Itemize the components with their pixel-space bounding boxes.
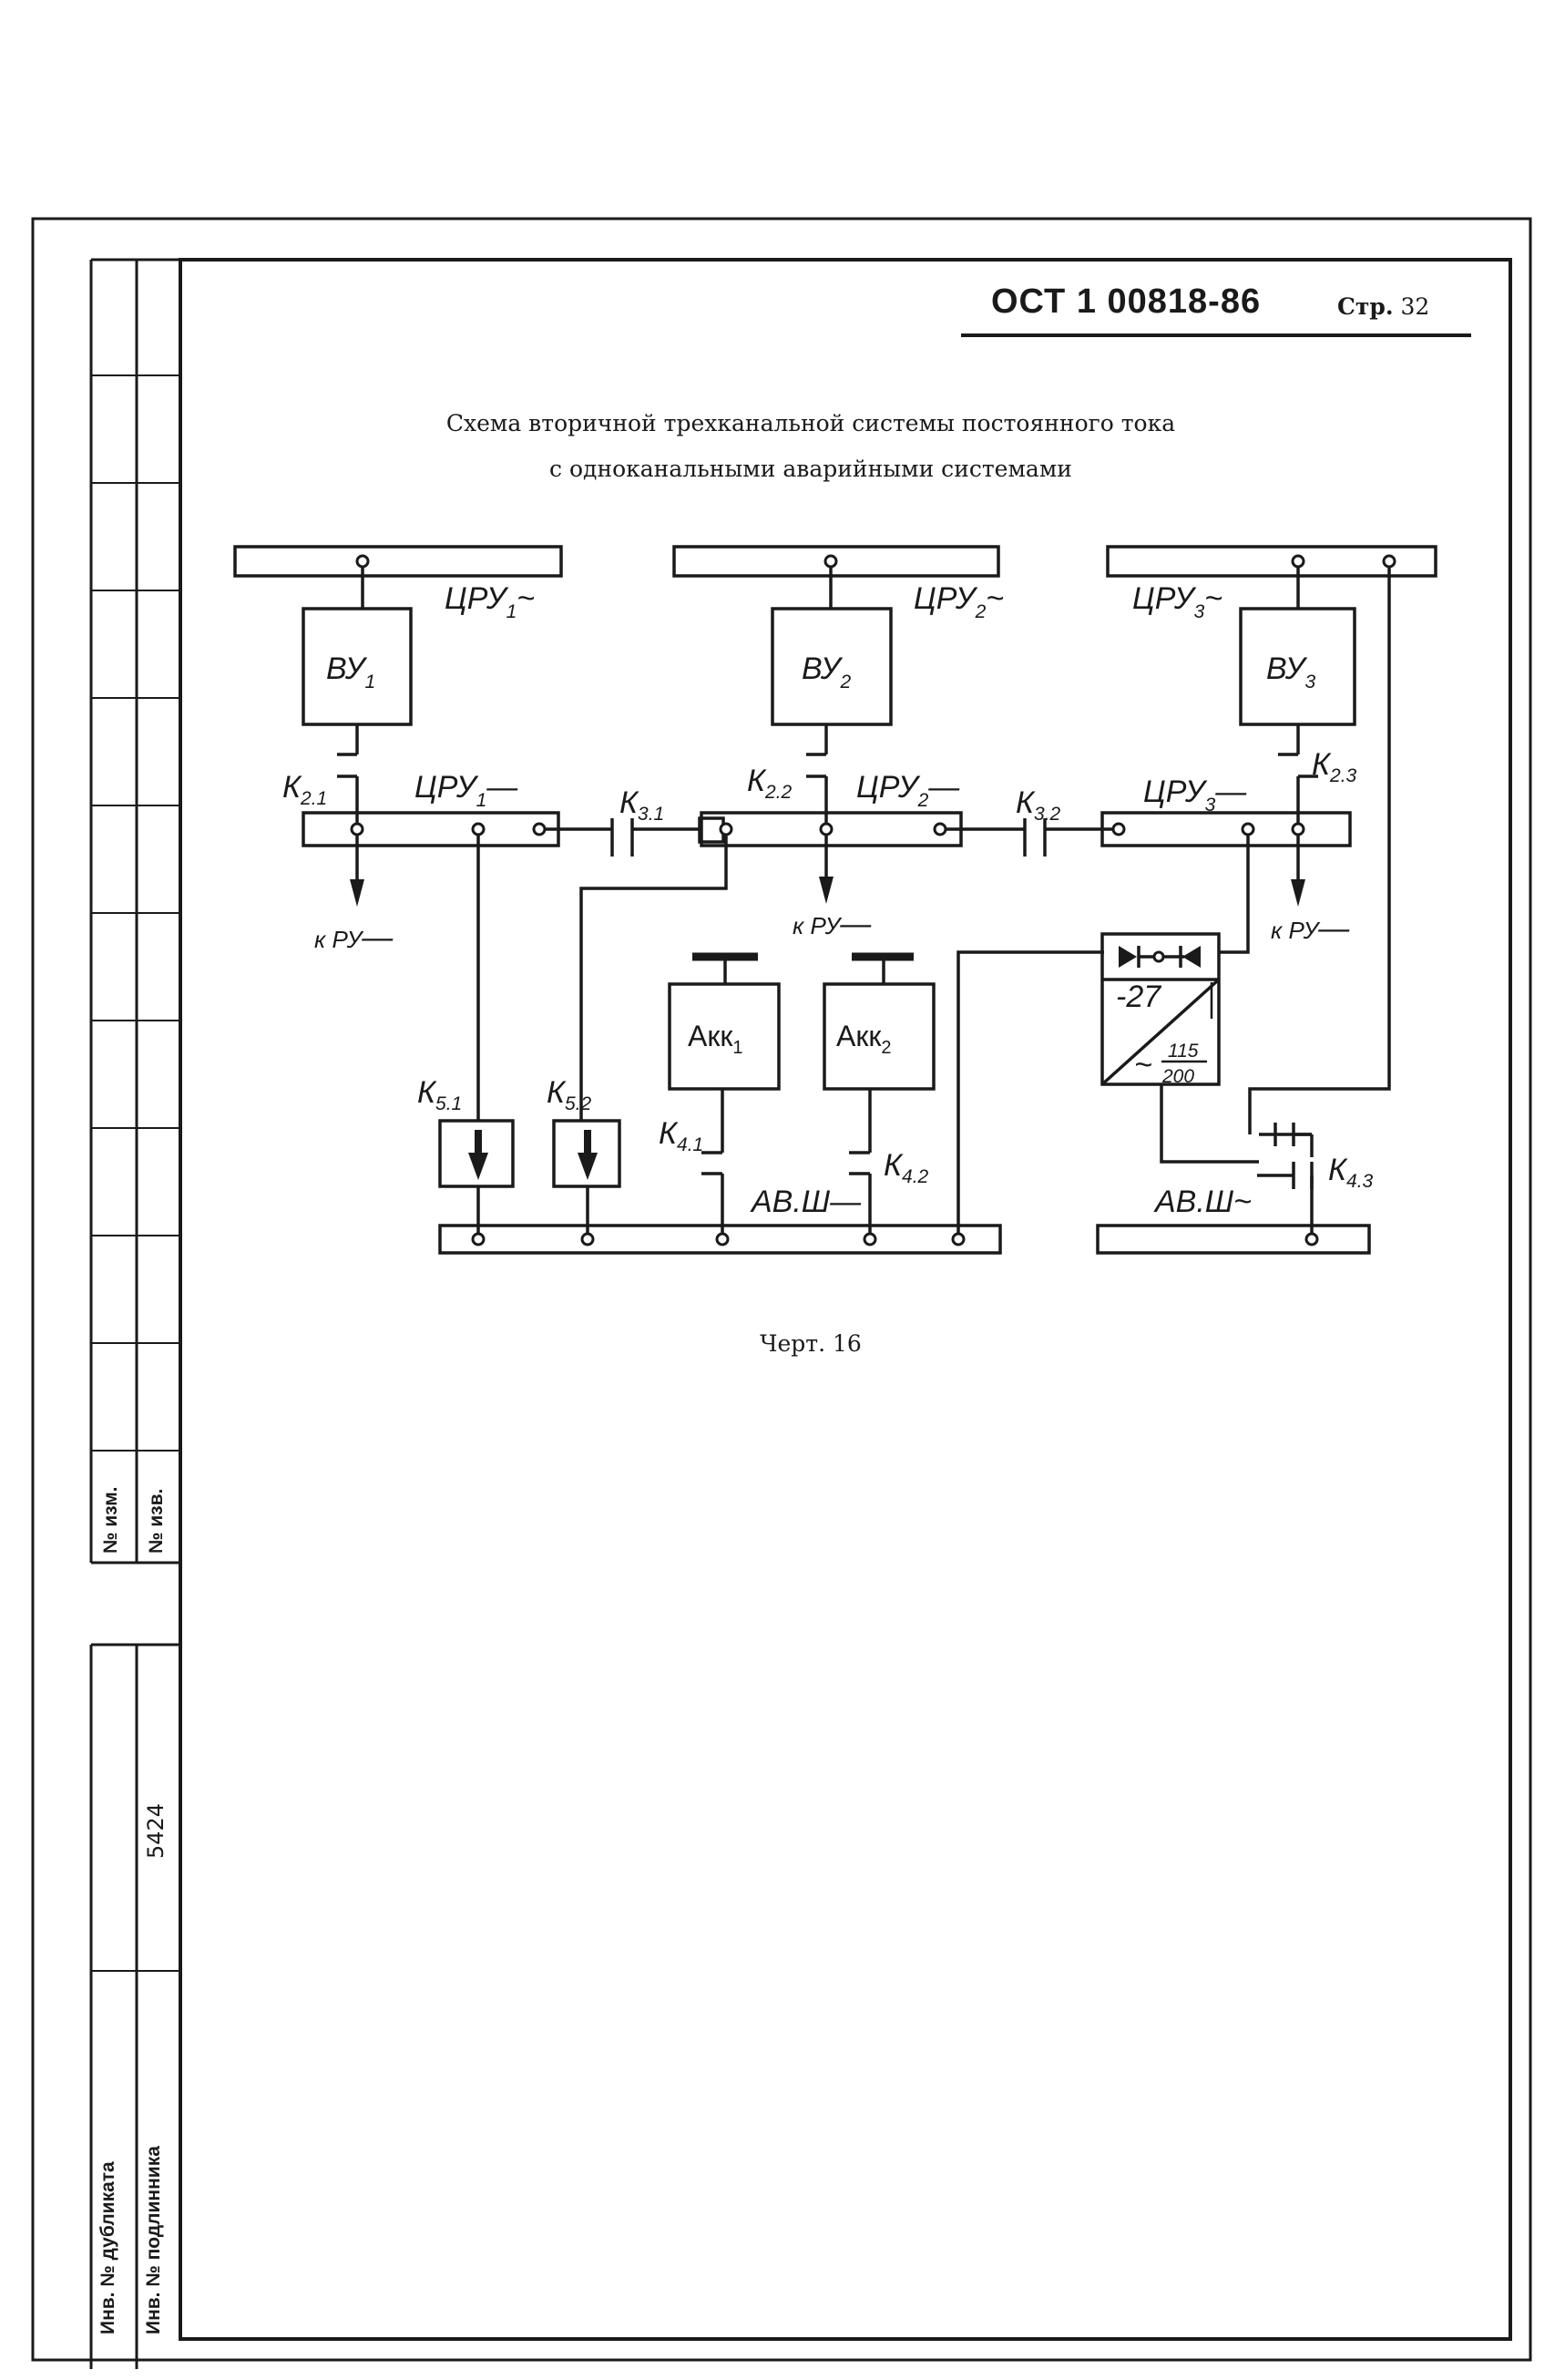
ac-bus-2-label: ЦРУ2~ — [914, 581, 1004, 622]
to-ru-2-label: к РУ— — [793, 907, 872, 941]
notice-number-label: № изв. — [146, 1488, 167, 1554]
battery-1 — [668, 982, 781, 1091]
dc-bus-1 — [302, 811, 560, 847]
dc-bus-3-label: ЦРУ3— — [1143, 775, 1247, 816]
ac-bus-1-label: ЦРУ1~ — [445, 581, 535, 622]
to-ru-1-label: к РУ— — [314, 920, 394, 955]
battery-2 — [823, 982, 936, 1091]
rectifier-2-label: ВУ2 — [802, 651, 852, 692]
page-number-label: Стр. 32 — [1337, 293, 1430, 320]
sheet-frame — [31, 217, 1532, 2369]
rectifier-2 — [771, 607, 893, 726]
to-ru-3-label: к РУ— — [1271, 911, 1350, 946]
diagram-title-line-1: Схема вторичной трехканальной системы по… — [445, 410, 1176, 436]
converter-output-bottom: 200 — [1161, 1066, 1194, 1087]
emergency-ac-bus-label: АВ.Ш~ — [1153, 1185, 1252, 1219]
page-number: 32 — [1400, 293, 1430, 320]
contactor-k23-label: К2.3 — [1312, 747, 1357, 786]
dc-bus-2-label: ЦРУ2— — [856, 770, 960, 811]
contactor-k31-label: К3.1 — [619, 785, 664, 825]
battery-2-label: Акк2 — [836, 1020, 891, 1058]
converter-tilde: ~ — [1134, 1048, 1152, 1082]
converter-output-top: 115 — [1168, 1041, 1199, 1062]
feeder-arrows — [350, 877, 1305, 1180]
ac-bus-2 — [672, 545, 1000, 578]
contactor-k43-label: К4.3 — [1328, 1153, 1374, 1192]
ac-bus-3 — [1106, 545, 1437, 578]
contactor-k22-label: К2.2 — [747, 764, 793, 803]
battery-1-label: Акк1 — [688, 1020, 742, 1058]
rectifier-1-label: ВУ1 — [326, 651, 375, 692]
contactor-k32-label: К3.2 — [1016, 785, 1061, 825]
document-code: ОСТ 1 00818-86 — [991, 282, 1262, 321]
contactor-k52-label: К5.2 — [547, 1075, 592, 1114]
emergency-dc-bus-label: АВ.Ш— — [750, 1185, 862, 1219]
power-system-schematic — [233, 545, 1437, 1255]
change-number-label: № изм. — [100, 1486, 121, 1554]
contactor-k51-label: К5.1 — [417, 1075, 462, 1114]
ac-bus-3-label: ЦРУ3~ — [1132, 581, 1222, 622]
diagram-title-line-2: с одноканальными аварийными системами — [549, 456, 1072, 482]
rectifier-3-label: ВУ3 — [1266, 651, 1316, 692]
original-inventory-label: Инв. № подлинника — [143, 2146, 164, 2334]
emergency-dc-bus — [438, 1224, 1002, 1255]
contactor-k41-label: К4.1 — [659, 1116, 703, 1155]
original-inventory-value: 5424 — [143, 1802, 169, 1859]
dc-bus-1-label: ЦРУ1— — [414, 770, 518, 811]
figure-caption: Черт. 16 — [760, 1330, 862, 1357]
emergency-ac-bus — [1096, 1224, 1371, 1255]
contactor-k42-label: К4.2 — [884, 1148, 929, 1187]
connection-points — [350, 554, 1396, 1246]
converter-input-label: -27 — [1116, 980, 1161, 1014]
ac-bus-1 — [233, 545, 563, 578]
duplicate-inventory-label: Инв. № дубликата — [97, 2161, 118, 2334]
dc-bus-3 — [1100, 811, 1352, 847]
contactor-k21-label: К2.1 — [282, 770, 327, 809]
